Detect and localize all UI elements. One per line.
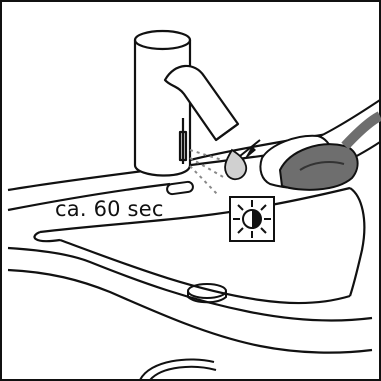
duration-label: ca. 60 sec bbox=[55, 197, 164, 221]
overflow-slot bbox=[166, 181, 193, 195]
supply-hoses bbox=[140, 359, 216, 380]
sun-light-icon bbox=[230, 197, 274, 241]
cleaning-cloth-hand-icon bbox=[260, 100, 380, 190]
